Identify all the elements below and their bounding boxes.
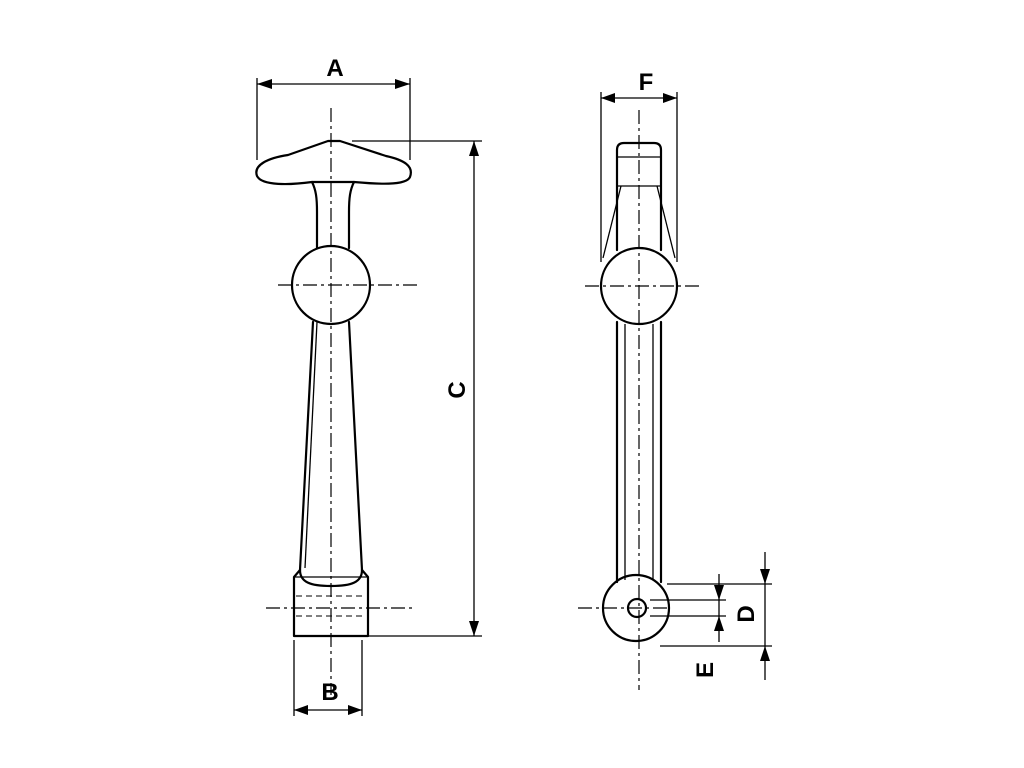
side-view	[578, 110, 700, 690]
dimension-label-b: B	[321, 679, 338, 706]
dimension-f: F	[600, 69, 678, 262]
dimension-e: E	[650, 574, 726, 678]
dimension-a: A	[256, 55, 411, 160]
dimension-label-d: D	[733, 605, 760, 622]
dimension-label-f: F	[639, 69, 654, 96]
dimension-label-a: A	[326, 55, 343, 82]
dimension-b: B	[293, 640, 363, 716]
dimension-c: C	[352, 140, 482, 637]
dimension-label-c: C	[444, 381, 471, 398]
front-view	[255, 108, 420, 695]
shaft-inner-line	[304, 321, 318, 569]
dimension-label-e: E	[692, 662, 719, 678]
handle-neck	[310, 180, 356, 250]
side-shaft	[615, 320, 663, 584]
t-handle-head	[255, 139, 412, 186]
